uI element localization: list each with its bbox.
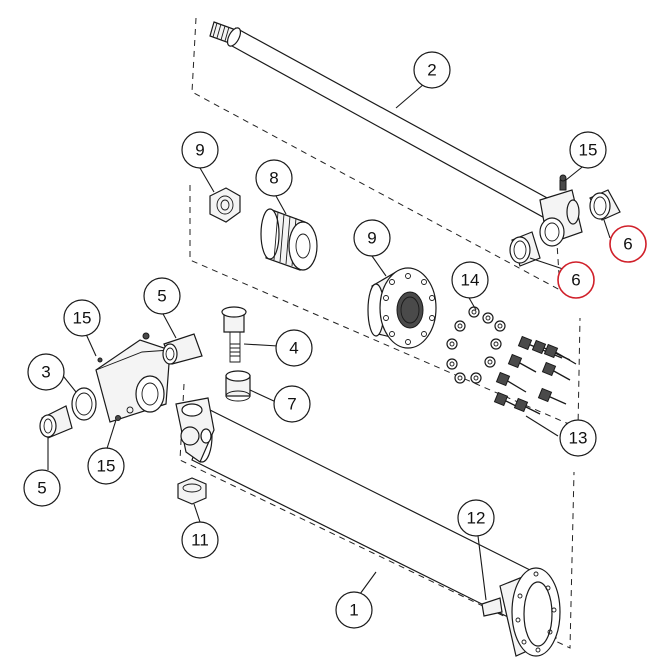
callout-label: 15 [97,457,116,476]
callout-6-right: 6 [609,225,647,263]
piston-rod [209,21,583,247]
callout-label: 12 [467,509,486,528]
piston [260,208,318,271]
callout-label: 4 [289,339,298,358]
callout-label: 1 [349,601,358,620]
callout-10: 9 [181,131,219,169]
rod-bushings [509,189,621,267]
flange-holes [515,571,557,653]
callout-11: 11 [181,521,219,559]
callout-8: 8 [255,159,293,197]
callout-label: 15 [73,309,92,328]
callout-9: 9 [353,219,391,257]
gland-bolt-holes [383,273,435,345]
lock-nut-bottom [177,477,207,505]
callout-label: 7 [287,395,296,414]
callout-label: 15 [579,141,598,160]
washers [446,306,506,384]
cylinder-barrel [175,397,561,657]
callout-14: 14 [451,261,489,299]
callout-label: 8 [269,169,278,188]
callout-15-top: 15 [569,131,607,169]
callout-1: 1 [335,591,373,629]
callout-6-left: 6 [557,261,595,299]
gland [367,267,437,349]
callout-label: 6 [623,235,632,254]
grease-fitting-top [559,174,567,191]
callout-label: 6 [571,271,580,290]
callout-3: 3 [27,353,65,391]
callout-15-bottom: 15 [87,447,125,485]
callout-label: 9 [195,141,204,160]
pin-bushing [225,370,251,402]
callout-label: 5 [37,479,46,498]
callout-label: 14 [461,271,480,290]
bolts [493,335,577,415]
callout-12: 12 [457,499,495,537]
clevis-block [95,332,171,423]
callout-label: 9 [367,229,376,248]
clevis-pin [221,306,247,363]
callout-15-left: 15 [63,299,101,337]
callout-5-top: 5 [143,277,181,315]
callout-7: 7 [273,385,311,423]
lock-nut-top [209,187,241,223]
callout-2: 2 [413,51,451,89]
clevis-bushings [39,333,203,439]
callout-label: 2 [427,61,436,80]
callout-5-bottom: 5 [23,469,61,507]
callout-13: 13 [559,419,597,457]
callout-label: 13 [569,429,588,448]
callout-label: 11 [191,531,209,550]
callout-label: 5 [157,287,166,306]
callout-4: 4 [275,329,313,367]
leader-lines [47,83,611,601]
callout-label: 3 [41,363,50,382]
